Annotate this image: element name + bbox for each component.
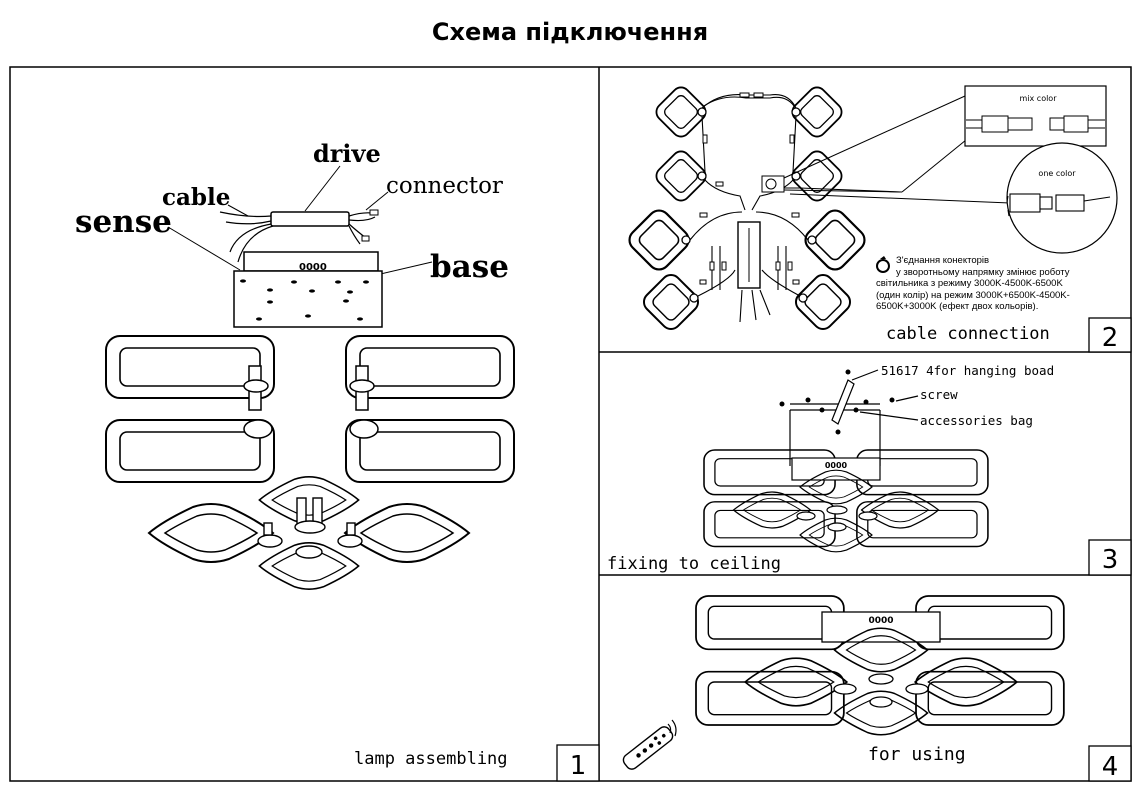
driver-unit	[167, 165, 433, 277]
label-screw: screw	[920, 387, 958, 402]
base-mark: 0000	[299, 262, 327, 273]
caption-fixing-to-ceiling: fixing to ceiling	[607, 554, 781, 574]
label-connector: connector	[386, 173, 503, 199]
panel-cable-connection: mix color one color cable connection 2	[623, 82, 1132, 353]
label-accessories-bag: accessories bag	[920, 413, 1033, 428]
note-line-3: світильника з режиму 3000K-4500K-6500K	[876, 278, 1063, 289]
svg-text:0000: 0000	[825, 461, 848, 470]
base-plate: 0000	[233, 251, 383, 328]
note-line-2: у зворотньому напрямку змінює роботу	[896, 266, 1070, 278]
svg-text:0000: 0000	[868, 616, 893, 626]
label-mix-color: mix color	[1020, 94, 1058, 103]
label-hanging-board: 51617 4for hanging boad	[881, 363, 1054, 378]
label-cable: cable	[162, 184, 230, 211]
panel-number-2: 2	[1102, 323, 1119, 353]
panel-number-4: 4	[1102, 752, 1119, 782]
note-line-1: З'єднання конекторів	[896, 255, 990, 266]
label-one-color: one color	[1038, 169, 1076, 178]
note-line-4: (один колір) на режим 3000K+6500K-4500K-	[876, 289, 1070, 301]
panel-number-box-1	[556, 744, 600, 782]
label-base: base	[430, 249, 509, 285]
panel-fixing-to-ceiling: 51617 4for hanging boad screw accessorie…	[607, 363, 1132, 576]
panel-for-using: 0000 for using 4	[622, 595, 1132, 782]
reverse-connection-icon	[876, 256, 890, 273]
panel-number-3: 3	[1102, 545, 1119, 575]
caption-for-using: for using	[868, 744, 966, 765]
page-title: Схема підключення	[431, 18, 709, 46]
note-line-5: 6500K+3000K (ефект двох кольорів).	[876, 301, 1039, 312]
caption-cable-connection: cable connection	[886, 324, 1050, 344]
panel-lamp-assembling: drive cable connector sense base 0000	[75, 139, 600, 782]
panel-number-box-4	[1088, 745, 1132, 782]
remote-control-icon	[622, 726, 674, 770]
caption-lamp-assembling: lamp assembling	[354, 749, 508, 769]
panel-number-box-3	[1088, 539, 1132, 576]
connector-note: З'єднання конекторів у зворотньому напря…	[876, 255, 1101, 313]
panel-number-1: 1	[570, 751, 587, 781]
panel-number-box-2	[1088, 317, 1132, 353]
label-drive: drive	[313, 139, 381, 168]
label-sense: sense	[75, 204, 172, 240]
